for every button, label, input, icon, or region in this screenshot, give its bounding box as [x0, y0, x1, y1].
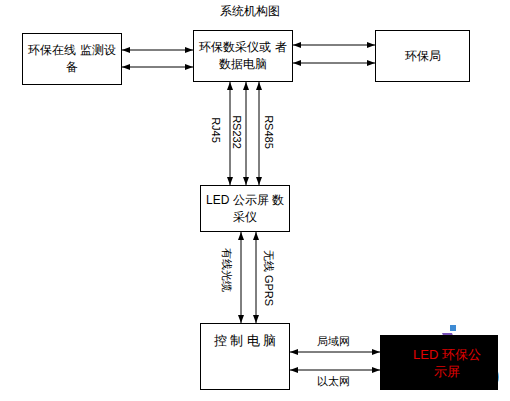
node-label: 环保在线 监测设备 — [28, 42, 116, 76]
connector-arrow — [259, 82, 260, 185]
connector-arrow — [290, 352, 380, 353]
diagram-title: 系统机构图 — [150, 3, 350, 20]
process-box: 控 制 电 脑 — [200, 323, 290, 390]
node-label: LED 环保公示屏 — [411, 346, 483, 380]
connector-arrow — [241, 232, 242, 323]
connector-arrow — [122, 67, 193, 68]
connector-label: 以太网 — [317, 375, 350, 387]
connector-label: 有线光缆 — [221, 248, 233, 292]
display-screen-box: LED 环保公示屏 — [380, 335, 498, 390]
connector-arrow — [293, 45, 375, 46]
connector-arrow — [290, 370, 380, 371]
connector-label: RS232 — [231, 115, 243, 149]
process-box: 环保数采仪或 者数据电脑 — [193, 30, 293, 82]
connector-arrow — [246, 82, 247, 185]
process-box: 环保局 — [375, 30, 470, 82]
connector-arrow — [122, 50, 193, 51]
node-label: 环保局 — [405, 48, 441, 65]
process-box: LED 公示屏 数采仪 — [200, 185, 290, 232]
process-box: 环保在线 监测设备 — [22, 33, 122, 85]
connector-arrow — [293, 63, 375, 64]
node-label: LED 公示屏 数采仪 — [206, 192, 284, 226]
connector-label: RS485 — [263, 115, 275, 149]
node-label: 环保数采仪或 者数据电脑 — [199, 39, 287, 73]
node-label: 控 制 电 脑 — [214, 332, 277, 349]
connector-arrow — [230, 82, 231, 185]
connector-label: RJ45 — [210, 117, 222, 143]
connector-label: 无线 GPRS — [263, 250, 275, 306]
connector-arrow — [256, 232, 257, 323]
connector-label: 局域网 — [317, 335, 350, 347]
